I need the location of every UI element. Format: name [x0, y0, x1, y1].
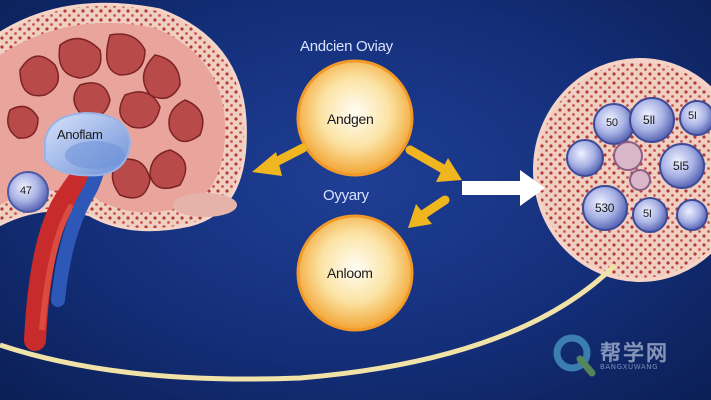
watermark-logo-icon — [553, 334, 596, 377]
cell-label-2: 5Il — [643, 113, 655, 127]
arrow-left — [252, 143, 308, 176]
watermark: 帮学网 BANGXUWANG — [552, 333, 692, 377]
watermark-subtext: BANGXUWANG — [600, 363, 659, 371]
connector-curve — [0, 263, 617, 382]
bottom-circle-label: Anloom — [327, 265, 373, 281]
gland-structure — [7, 111, 132, 351]
cell-label-4: 5I — [688, 110, 697, 122]
cell-label-6: 5I — [643, 208, 652, 220]
cell-label-5: 530 — [595, 201, 615, 215]
middle-label: Oyyary — [323, 187, 369, 204]
cell-label-1: 50 — [606, 117, 618, 129]
cell-label-3: 5I5 — [673, 159, 689, 173]
arrow-right-lower — [408, 195, 450, 228]
gland-label: Anoflam — [57, 127, 103, 142]
title-label: Andcien Oviay — [300, 38, 393, 55]
arrow-white — [462, 170, 545, 206]
gland-small-label: 47 — [20, 185, 32, 197]
watermark-text: 帮学网 — [600, 340, 669, 365]
right-tissue — [533, 58, 711, 282]
arrow-right-upper — [405, 145, 462, 182]
left-organ — [0, 2, 247, 232]
bottom-hormone-circle — [296, 214, 414, 332]
top-circle-label: Andgen — [327, 111, 374, 127]
top-hormone-circle — [296, 59, 414, 177]
